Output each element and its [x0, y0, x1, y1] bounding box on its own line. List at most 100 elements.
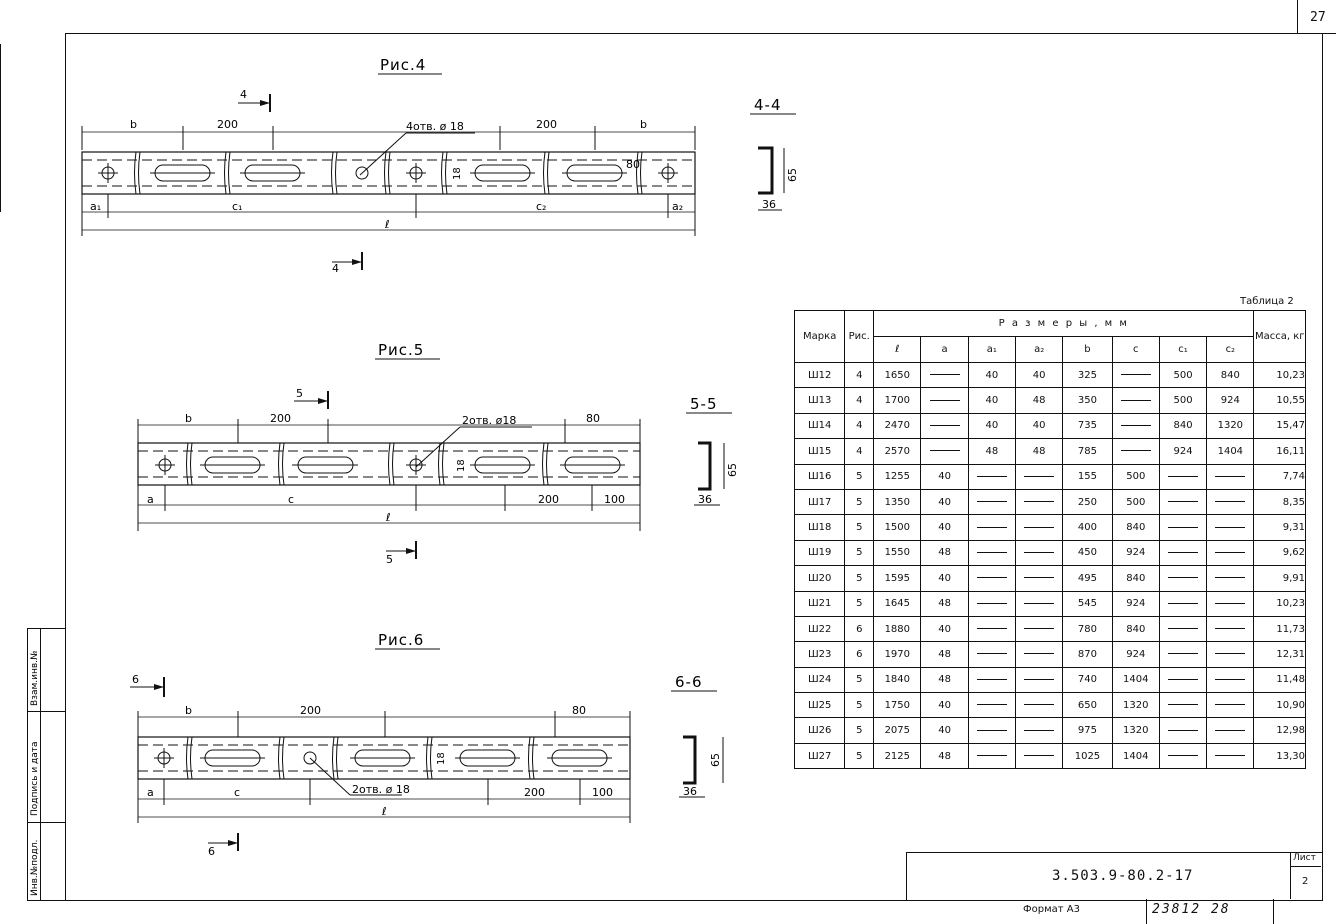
page-number-box: [1297, 0, 1336, 34]
table-cell: 1880: [873, 615, 922, 643]
table-cell: [920, 387, 969, 414]
table-cell: 1255: [873, 463, 922, 490]
table-cell: [1014, 717, 1064, 744]
figure-5-dim-c: c: [288, 493, 294, 506]
figure-5-dim-a: a: [147, 493, 154, 506]
header-dims-group: Р а з м е р ы , м м: [873, 310, 1255, 337]
table-cell: [1158, 488, 1208, 516]
figure-4-dim-80: 80: [626, 158, 640, 171]
table-cell: [1206, 539, 1255, 567]
table-cell: [967, 590, 1017, 617]
figure-4-dim-18: 18: [452, 167, 463, 180]
sheet-number: 2: [1302, 876, 1309, 887]
figure-6-title: Рис.6: [378, 631, 424, 649]
table-cell: Ш22: [793, 615, 846, 643]
table-cell: 1320: [1206, 412, 1255, 440]
table-cell: 500: [1158, 387, 1208, 414]
table-cell: 48: [920, 539, 969, 567]
side-label-column: [27, 628, 66, 901]
table-cell: 2470: [873, 412, 922, 440]
table-cell: 48: [920, 590, 969, 617]
table-cell: 5: [844, 692, 875, 719]
figure-4-section: 4-4: [754, 96, 782, 114]
table-cell: 6: [844, 641, 875, 668]
table-cell: [967, 742, 1017, 770]
side-label-replace: Взам.инв.№: [30, 651, 40, 706]
table-cell: [967, 539, 1017, 567]
table-cell: 250: [1062, 488, 1113, 516]
table-cell: 4: [844, 387, 875, 414]
table-cell: [1206, 590, 1255, 617]
table-cell: [1206, 514, 1255, 541]
table-cell: [1111, 361, 1160, 389]
table-cell: [1158, 615, 1208, 643]
table-cell: [1014, 692, 1064, 719]
figure-4-holes-note: 4отв. ø 18: [406, 120, 464, 133]
table-cell: 15,47: [1253, 412, 1306, 440]
figure-6-section: 6-6: [675, 673, 703, 691]
section-6-6: 6-6 65 36: [671, 673, 724, 798]
header-mass: Масса, кг: [1253, 310, 1306, 363]
table-cell: 5: [844, 590, 875, 617]
header-col-c1: c₁: [1158, 336, 1208, 363]
table-cell: Ш14: [793, 412, 846, 440]
table-cell: 500: [1111, 488, 1160, 516]
table-cell: 40: [1014, 361, 1064, 389]
figure-5-dim-100: 100: [604, 493, 625, 506]
table-cell: [967, 565, 1017, 592]
figure-6: Рис.6 6 b 200 80 18 2отв. ø 18 a c 200 1…: [130, 631, 631, 858]
table-cell: 2075: [873, 717, 922, 744]
title-block-sheet-divider: [1290, 866, 1321, 867]
table-cell: 11,73: [1253, 615, 1306, 643]
table-cell: 40: [920, 692, 969, 719]
table-cell: 740: [1062, 666, 1113, 694]
header-col-a: a: [920, 336, 969, 363]
table-cell: [1158, 666, 1208, 694]
table-cell: 975: [1062, 717, 1113, 744]
figure-4-dim-200-right: 200: [536, 118, 557, 131]
table-cell: 1404: [1206, 438, 1255, 465]
table-cell: 1550: [873, 539, 922, 567]
table-cell: 1595: [873, 565, 922, 592]
table-cell: [967, 463, 1017, 490]
table-cell: 5: [844, 565, 875, 592]
figure-4: Рис.4 4 b 200 4отв. ø 18 200 b 18 80: [81, 56, 799, 275]
inventory-handwritten: 23812 28: [1152, 902, 1231, 917]
table-cell: 500: [1111, 463, 1160, 490]
table-cell: [1158, 742, 1208, 770]
table-cell: 40: [920, 717, 969, 744]
figure-4-dim-a1: a₁: [90, 200, 101, 213]
inventory-box: [1146, 899, 1274, 924]
table-cell: 10,23: [1253, 590, 1306, 617]
title-block: [906, 852, 1322, 900]
table-cell: 48: [920, 666, 969, 694]
table-cell: 4: [844, 361, 875, 389]
table-cell: Ш21: [793, 590, 846, 617]
figure-6-dim-36: 36: [683, 785, 697, 798]
table-cell: 1750: [873, 692, 922, 719]
header-col-c: c: [1111, 336, 1160, 363]
table-cell: 1500: [873, 514, 922, 541]
table-cell: [967, 615, 1017, 643]
figure-4-dim-36: 36: [762, 198, 776, 211]
header-col-b: b: [1062, 336, 1113, 363]
table-cell: 48: [1014, 438, 1064, 465]
figure-6-dim-18: 18: [436, 752, 447, 765]
figure-6-dim-c: c: [234, 786, 240, 799]
table-cell: 4: [844, 438, 875, 465]
table-cell: [1158, 565, 1208, 592]
table-cell: 4: [844, 412, 875, 440]
table-cell: [1014, 488, 1064, 516]
table-cell: 840: [1111, 565, 1160, 592]
table-cell: 924: [1111, 590, 1160, 617]
header-col-a1: a₁: [967, 336, 1017, 363]
figure-4-title: Рис.4: [380, 56, 426, 74]
table-cell: Ш15: [793, 438, 846, 465]
designation: 3.503.9-80.2-17: [1052, 868, 1194, 884]
